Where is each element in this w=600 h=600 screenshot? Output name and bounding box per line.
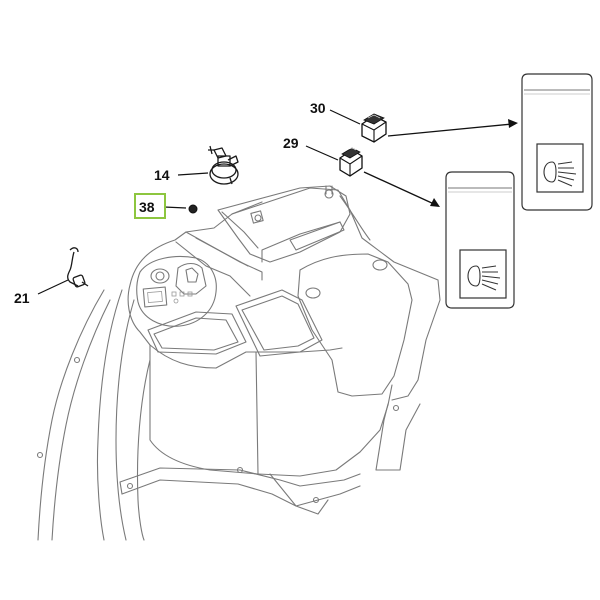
callout-30[interactable]: 30 bbox=[310, 100, 326, 116]
work-light-icon bbox=[543, 161, 577, 187]
work-light-icon bbox=[467, 265, 501, 291]
callout-21[interactable]: 21 bbox=[14, 290, 30, 306]
hood-body bbox=[36, 185, 441, 541]
part-30-rocker-switch bbox=[361, 113, 387, 143]
part-38-knob bbox=[188, 204, 198, 214]
cluster-switches bbox=[171, 291, 193, 304]
callout-29[interactable]: 29 bbox=[283, 135, 299, 151]
part-21-harness bbox=[67, 247, 89, 288]
part-29-rocker-switch bbox=[339, 147, 363, 177]
part-14-key-switch bbox=[208, 145, 239, 185]
callout-14[interactable]: 14 bbox=[154, 167, 170, 183]
switch-detail-panel-lower bbox=[445, 171, 515, 309]
leader-lines bbox=[37, 109, 518, 295]
callout-38[interactable]: 38 bbox=[139, 199, 155, 215]
switch-detail-panel-upper bbox=[521, 73, 593, 211]
selected-part-highlight[interactable] bbox=[134, 193, 166, 219]
